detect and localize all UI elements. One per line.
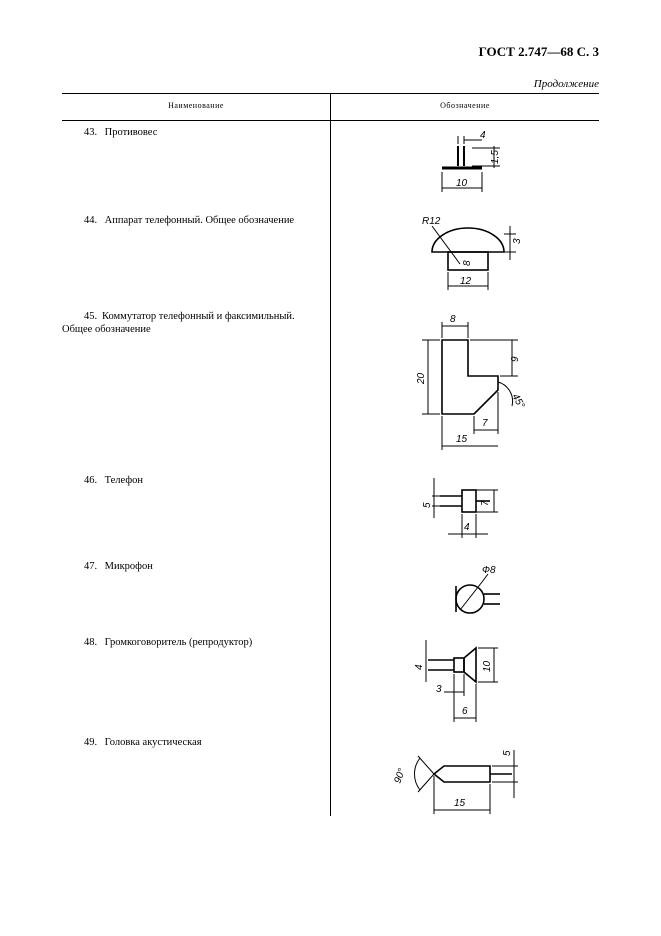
microphone-symbol: Ф8 xyxy=(455,565,500,614)
dim-label: 9 xyxy=(510,356,521,362)
dim-label: 3 xyxy=(512,238,523,244)
dim-label: 4 xyxy=(464,522,470,533)
column-header-name: Наименование xyxy=(168,101,224,110)
table-row: 45. Коммутатор телефонный и факсимильный.… xyxy=(62,310,326,336)
table-row: 44. Аппарат телефонный. Общее обозначени… xyxy=(62,214,326,227)
item-name: Головка акустическая xyxy=(104,737,202,748)
dim-label: 10 xyxy=(456,178,468,189)
dim-label: 20 xyxy=(416,372,427,385)
continuation-label: Продолжение xyxy=(533,78,599,90)
item-number: 48. xyxy=(84,637,98,648)
table-row: 48. Громкоговоритель (репродуктор) xyxy=(62,636,326,649)
item-number: 45. xyxy=(84,311,98,322)
dim-label: R12 xyxy=(422,216,441,227)
dim-label: 5 xyxy=(422,502,433,508)
telephone-set-symbol: R12 8 3 12 xyxy=(422,216,523,290)
column-header-symbol: Обозначение xyxy=(440,101,490,110)
table-row: 49. Головка акустическая xyxy=(62,736,326,749)
item-number: 46. xyxy=(84,475,98,486)
dim-label: 10 xyxy=(482,660,493,672)
item-name-continued: Общее обозначение xyxy=(62,324,151,335)
item-number: 49. xyxy=(84,737,98,748)
dim-label: 8 xyxy=(462,260,473,266)
dim-label: 4 xyxy=(480,130,486,141)
item-number: 47. xyxy=(84,561,98,572)
table-row: 43. Противовес xyxy=(62,126,326,139)
page-header: ГОСТ 2.747—68 С. 3 xyxy=(478,44,599,59)
item-name: Громкоговоритель (репродуктор) xyxy=(104,637,253,648)
item-name: Микрофон xyxy=(104,561,153,572)
item-name: Коммутатор телефонный и факсимильный. xyxy=(102,311,295,322)
dim-label: 90° xyxy=(392,767,408,785)
loudspeaker-symbol: 4 10 3 6 xyxy=(414,640,498,722)
dim-label: 7 xyxy=(482,418,488,429)
dim-label: 5 xyxy=(502,750,513,756)
item-name: Аппарат телефонный. Общее обозначение xyxy=(104,215,295,226)
dim-label: 1,5 xyxy=(490,150,501,164)
dim-label: 4 xyxy=(414,664,425,670)
dim-label: 15 xyxy=(454,798,466,809)
table-column-divider xyxy=(330,93,331,816)
dim-label: 3 xyxy=(436,684,442,695)
dim-label: 12 xyxy=(460,276,472,287)
counterweight-symbol: 4 1,5 10 xyxy=(441,130,501,192)
dim-label: 8 xyxy=(450,314,456,325)
switchboard-symbol: 8 9 20 45° 7 15 xyxy=(416,314,526,450)
table-row: 46. Телефон xyxy=(62,474,326,487)
item-number: 44. xyxy=(84,215,98,226)
dim-label: Ф8 xyxy=(482,565,496,576)
table-row: 47. Микрофон xyxy=(62,560,326,573)
dim-label: 15 xyxy=(456,434,468,445)
telephone-symbol: 5 7 4 xyxy=(422,478,498,538)
item-name: Противовес xyxy=(104,127,158,138)
dim-label: 7 xyxy=(480,500,491,506)
acoustic-head-symbol: 90° 5 15 xyxy=(392,750,518,814)
dim-label: 6 xyxy=(462,706,468,717)
item-name: Телефон xyxy=(104,475,144,486)
item-number: 43. xyxy=(84,127,98,138)
